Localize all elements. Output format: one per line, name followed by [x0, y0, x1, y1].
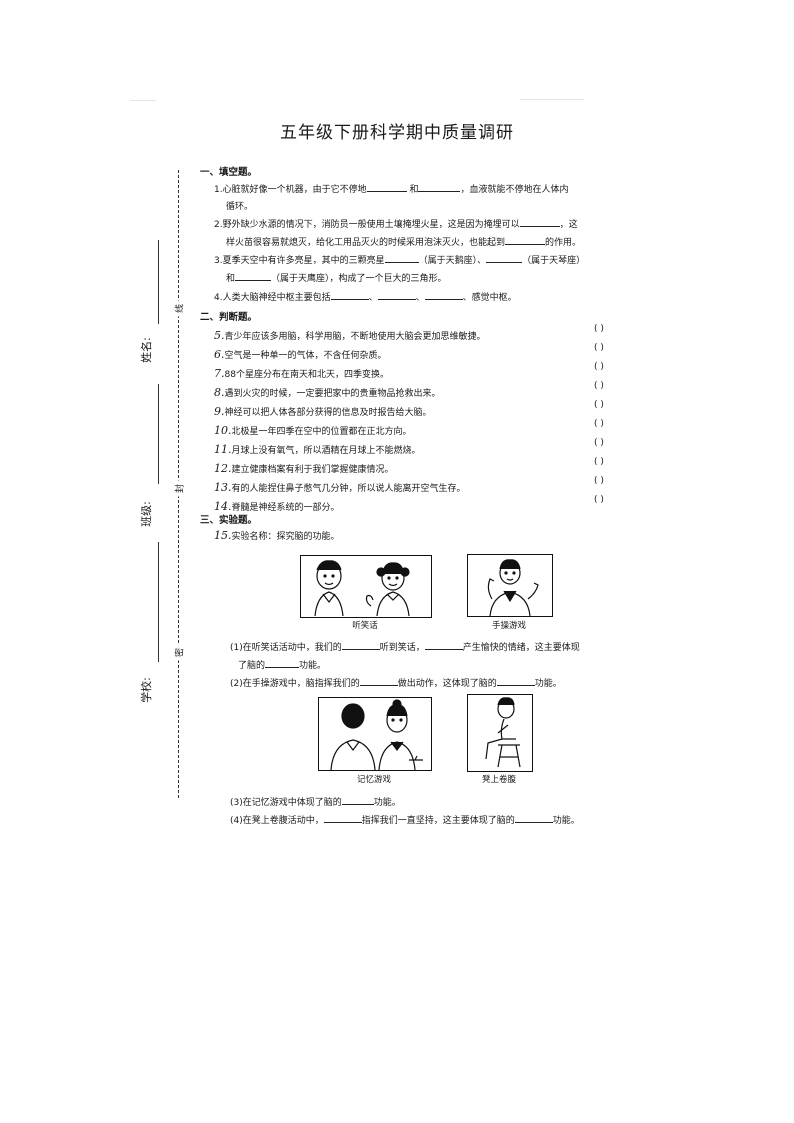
q1-blank-2[interactable]	[418, 182, 461, 192]
class-field[interactable]	[158, 384, 159, 484]
seal-mi: 密	[172, 644, 186, 661]
joke-listening-illustration	[300, 555, 432, 618]
answer-paren[interactable]: ( )	[594, 381, 604, 391]
list-item: 5.青少年应该多用脑，科学用脑，不断地使用大脑会更加思维敏捷。 ( )	[214, 324, 634, 342]
list-item: 10.北极星一年四季在空中的位置都在正北方向。 ( )	[214, 419, 634, 437]
question-15: 15.实验名称：探究脑的功能。	[214, 529, 340, 542]
s1-blank-3[interactable]	[265, 658, 300, 668]
memory-game-illustration	[318, 697, 432, 771]
section2-heading: 二、判断题。	[200, 312, 258, 323]
q4-blank-2[interactable]	[377, 290, 416, 300]
student-on-stool-image	[485, 697, 521, 768]
question-3: 3.夏季天空中有许多亮星，其中的三颗亮星（属于天鹅座）、（属于天琴座）	[214, 253, 585, 266]
subquestion-1: (1)在听笑话活动中，我们的听到笑话，产生愉快的情绪，这主要体现	[230, 640, 580, 653]
q2-blank-1[interactable]	[519, 217, 560, 227]
subquestion-4: (4)在凳上卷腹活动中，指挥我们一直坚持，这主要体现了脑的功能。	[230, 813, 580, 826]
s2-blank-1[interactable]	[359, 676, 398, 686]
seal-feng: 封	[172, 480, 186, 497]
class-label: 班级:	[140, 501, 153, 527]
page-title: 五年级下册科学期中质量调研	[280, 123, 514, 143]
name-field[interactable]	[158, 240, 159, 324]
question-2: 2.野外缺少水源的情况下，消防员一般使用土壤掩埋火星，这是因为掩埋可以，这	[214, 217, 578, 230]
list-item: 14.脊髓是神经系统的一部分。 ( )	[214, 495, 634, 513]
answer-paren[interactable]: ( )	[594, 438, 604, 448]
subquestion-2: (2)在手操游戏中，脑指挥我们的做出动作，这体现了脑的功能。	[230, 676, 562, 689]
binding-margin: 线 封 密 姓名: 班级: 学校:	[120, 170, 190, 810]
school-field[interactable]	[158, 542, 159, 662]
s1-blank-1[interactable]	[341, 640, 380, 650]
s2-blank-2[interactable]	[496, 676, 535, 686]
caption-hand-game: 手操游戏	[491, 621, 526, 631]
answer-paren[interactable]: ( )	[594, 343, 604, 353]
q3-blank-3[interactable]	[235, 271, 272, 281]
question-2-cont: 样火苗很容易就熄灭，给化工用品灭火的时候采用泡沫灭火，也能起到的作用。	[226, 235, 581, 248]
school-label: 学校:	[140, 677, 153, 703]
question-3-cont: 和（属于天鹰座），构成了一个巨大的三角形。	[226, 271, 447, 284]
hand-game-illustration	[467, 554, 553, 617]
question-4: 4.人类大脑神经中枢主要包括、、、感觉中枢。	[214, 290, 517, 303]
answer-paren[interactable]: ( )	[594, 362, 604, 372]
question-1-cont: 循环。	[226, 202, 254, 212]
caption-stool-situp: 凳上卷腹	[481, 775, 516, 785]
s1-blank-2[interactable]	[424, 640, 463, 650]
q4-blank-3[interactable]	[424, 290, 463, 300]
list-item: 8.遇到火灾的时候，一定要把家中的贵重物品抢救出来。 ( )	[214, 381, 634, 399]
subquestion-1-cont: 了脑的功能。	[238, 658, 326, 671]
section1-heading: 一、填空题。	[200, 167, 258, 178]
answer-paren[interactable]: ( )	[594, 495, 604, 505]
list-item: 11.月球上没有氧气，所以酒精在月球上不能燃烧。 ( )	[214, 438, 634, 456]
s3-blank-1[interactable]	[341, 795, 374, 805]
s4-blank-2[interactable]	[514, 813, 553, 823]
subquestion-3: (3)在记忆游戏中体现了脑的功能。	[230, 795, 401, 808]
question-1: 1.心脏就好像一个机器，由于它不停地 和，血液就能不停地在人体内	[214, 182, 569, 195]
list-item: 9.神经可以把人体各部分获得的信息及时报告给大脑。 ( )	[214, 400, 634, 418]
q3-blank-2[interactable]	[486, 253, 523, 263]
student-hand-game-image	[487, 559, 539, 616]
q1-blank-1[interactable]	[366, 182, 407, 192]
list-item: 7.88个星座分布在南天和北天，四季变换。 ( )	[214, 362, 634, 380]
list-item: 6.空气是一种单一的气体，不含任何杂质。 ( )	[214, 343, 634, 361]
q4-blank-1[interactable]	[330, 290, 369, 300]
caption-memory-game: 记忆游戏	[356, 775, 391, 785]
seal-xian: 线	[172, 300, 186, 317]
answer-paren[interactable]: ( )	[594, 476, 604, 486]
caption-joke: 听笑话	[352, 621, 378, 631]
scan-mark	[130, 100, 156, 101]
list-item: 13.有的人能捏住鼻子憋气几分钟，所以说人能离开空气生存。 ( )	[214, 476, 634, 494]
stool-situp-illustration	[467, 694, 533, 772]
scan-mark	[520, 99, 584, 100]
two-students-talking-image	[314, 560, 410, 617]
answer-paren[interactable]: ( )	[594, 419, 604, 429]
memory-game-image	[330, 699, 423, 770]
answer-paren[interactable]: ( )	[594, 457, 604, 467]
list-item: 12.建立健康档案有利于我们掌握健康情况。 ( )	[214, 457, 634, 475]
s4-blank-1[interactable]	[323, 813, 362, 823]
answer-paren[interactable]: ( )	[594, 324, 604, 334]
answer-paren[interactable]: ( )	[594, 400, 604, 410]
q3-blank-1[interactable]	[384, 253, 419, 263]
q2-blank-2[interactable]	[505, 235, 546, 245]
name-label: 姓名:	[140, 337, 153, 363]
section3-heading: 三、实验题。	[200, 515, 258, 526]
